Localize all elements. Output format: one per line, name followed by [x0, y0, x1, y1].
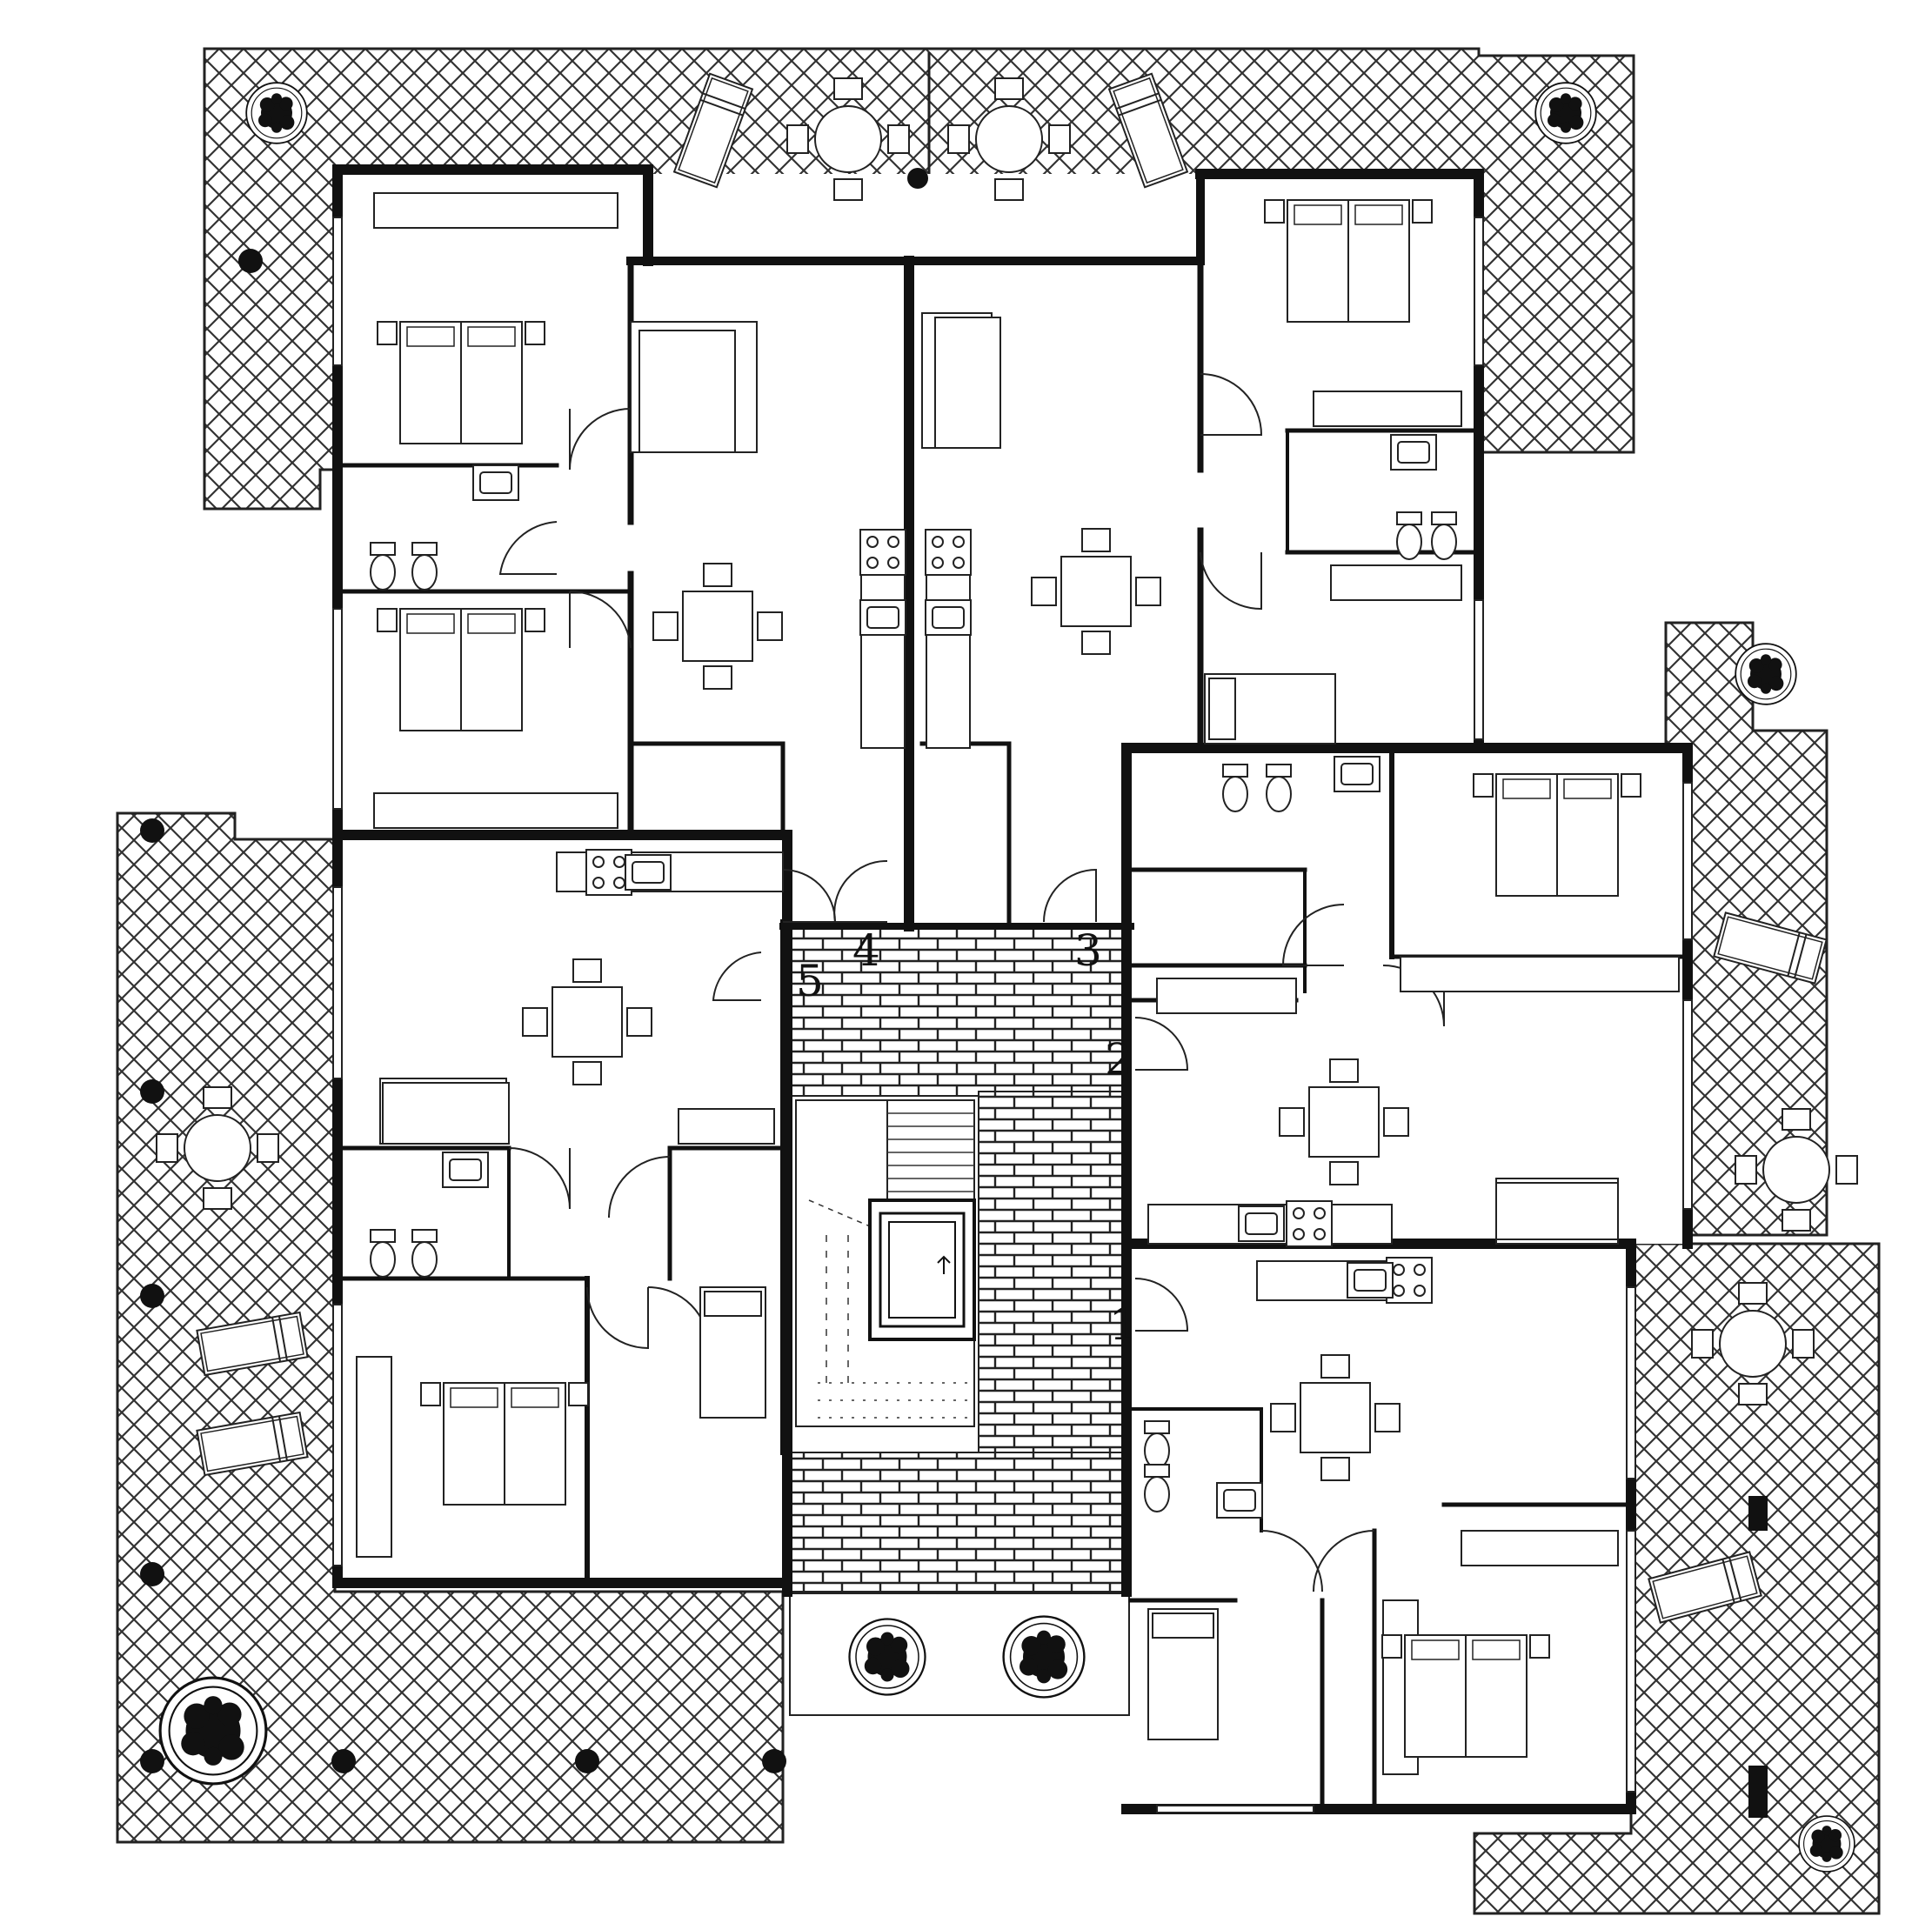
double-bed-icon	[377, 321, 545, 444]
furniture	[356, 192, 1680, 1775]
stove-icon	[1286, 1200, 1333, 1247]
sink-icon	[1347, 1262, 1394, 1299]
windows	[332, 217, 1693, 1813]
toilet-icon	[1396, 511, 1422, 560]
sink-icon	[859, 599, 906, 636]
sink-icon	[625, 854, 672, 891]
apartment-labels: 5 4 3 2 1	[796, 925, 1137, 1350]
terrace-left	[116, 811, 785, 1844]
double-bed-icon	[1264, 199, 1433, 323]
tree-icon	[1534, 82, 1597, 144]
columns	[140, 168, 1768, 1818]
toilet-icon	[1222, 764, 1248, 812]
sink-icon	[472, 464, 519, 501]
landing-right	[978, 1091, 1132, 1458]
sink-icon	[1238, 1205, 1285, 1242]
double-bed-icon	[1381, 1634, 1550, 1758]
toilet-icon	[1144, 1420, 1170, 1469]
apartment-label-5: 5	[796, 956, 824, 1006]
tree-icon	[1002, 1615, 1086, 1699]
toilet-icon	[411, 1229, 438, 1278]
tree-icon	[158, 1676, 268, 1786]
stove-icon	[859, 529, 906, 576]
sink-icon	[1334, 756, 1380, 792]
apartment-label-2: 2	[1105, 1034, 1133, 1085]
toilet-icon	[411, 542, 438, 591]
sink-icon	[925, 599, 972, 636]
toilet-icon	[1431, 511, 1457, 560]
double-bed-icon	[1473, 773, 1641, 897]
stove-icon	[925, 529, 972, 576]
sink-icon	[1390, 434, 1437, 471]
tree-icon	[245, 82, 308, 144]
double-bed-icon	[420, 1382, 589, 1506]
toilet-icon	[1266, 764, 1292, 812]
landing-lower	[791, 1452, 1132, 1592]
toilet-icon	[1144, 1464, 1170, 1512]
stair-core	[782, 925, 1132, 1716]
tree-icon	[1735, 643, 1797, 705]
sink-icon	[1216, 1482, 1263, 1519]
apartment-label-3: 3	[1074, 925, 1102, 976]
tree-icon	[848, 1618, 926, 1696]
toilet-icon	[370, 542, 396, 591]
single-bed-icon	[699, 673, 1336, 1740]
sink-icon	[442, 1152, 489, 1188]
tree-icon	[1798, 1815, 1855, 1873]
elevator-icon	[868, 1199, 976, 1341]
toilet-icon	[370, 1229, 396, 1278]
apartment-label-1: 1	[1109, 1299, 1137, 1350]
double-bed-icon	[377, 608, 545, 731]
landing-upper	[782, 925, 1132, 1097]
apartment-label-4: 4	[852, 925, 880, 976]
